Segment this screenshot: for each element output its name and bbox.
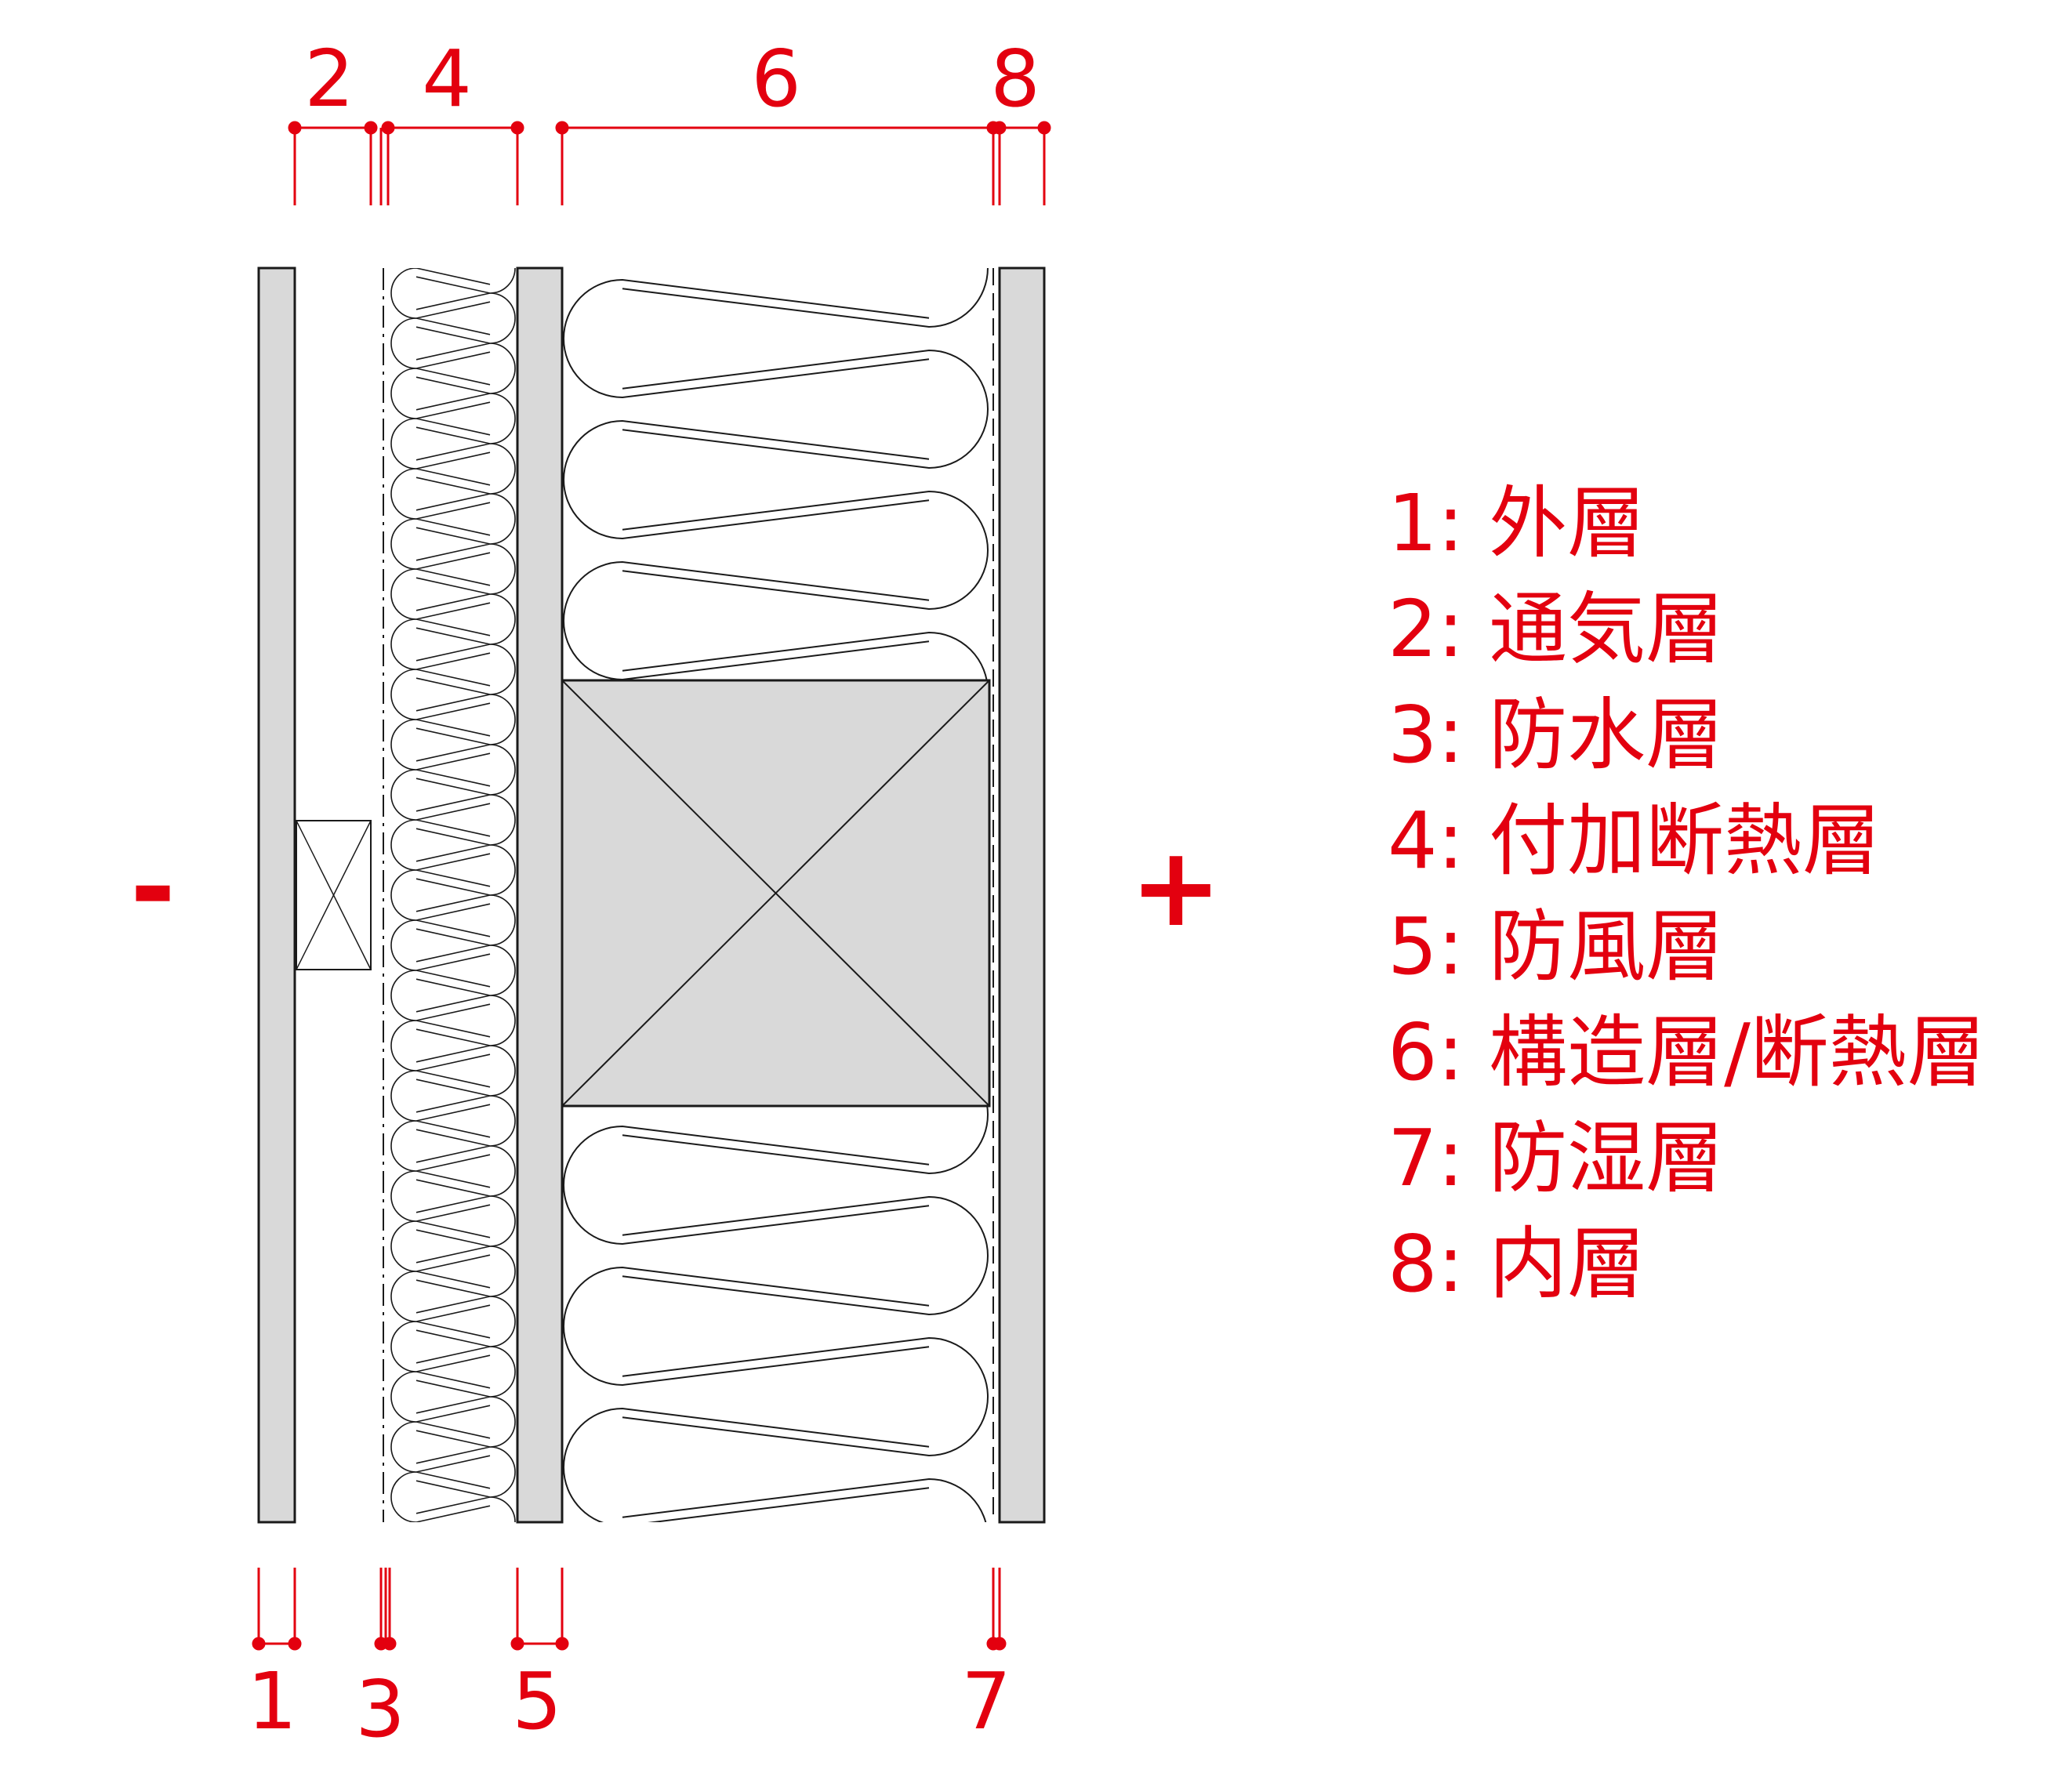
legend-item-2: 2: 通気層 [1388,583,1725,675]
dimension-label-6: 6 [751,33,801,125]
legend-item-4: 4: 付加断熱層 [1388,795,1881,886]
dimension-label-7: 7 [961,1655,1011,1747]
top-dimensions [288,121,1051,205]
dimension-label-5: 5 [512,1655,562,1747]
layer-legend: 1: 外層 2: 通気層 3: 防水層 4: 付加断熱層 5: 防風層 6: 構… [1388,470,1986,1317]
dimension-label-8: 8 [990,33,1040,125]
layer-5-wind-barrier [516,266,564,1524]
layer-4-additional-insulation [390,268,516,1522]
dimension-label-1: 1 [247,1655,297,1747]
insulation-loops [390,268,516,1522]
legend-item-8: 8: 内層 [1388,1218,1646,1310]
dimension-label-2: 2 [304,33,354,125]
bottom-dimensions [252,1568,1007,1651]
exterior-minus-sign: - [130,824,176,952]
layer-8-interior-board [998,266,1046,1524]
legend-item-1: 1: 外層 [1388,477,1646,569]
interior-plus-sign: + [1130,824,1221,952]
legend-item-5: 5: 防風層 [1388,901,1725,992]
dimension-label-4: 4 [422,33,472,125]
layer-1-exterior-cladding [257,266,296,1524]
dimension-label-3: 3 [355,1663,405,1755]
legend-item-6: 6: 構造層/断熱層 [1388,1006,1986,1098]
wall-layers [257,266,1046,1524]
legend-item-3: 3: 防水層 [1388,689,1725,781]
legend-item-7: 7: 防湿層 [1388,1112,1725,1204]
